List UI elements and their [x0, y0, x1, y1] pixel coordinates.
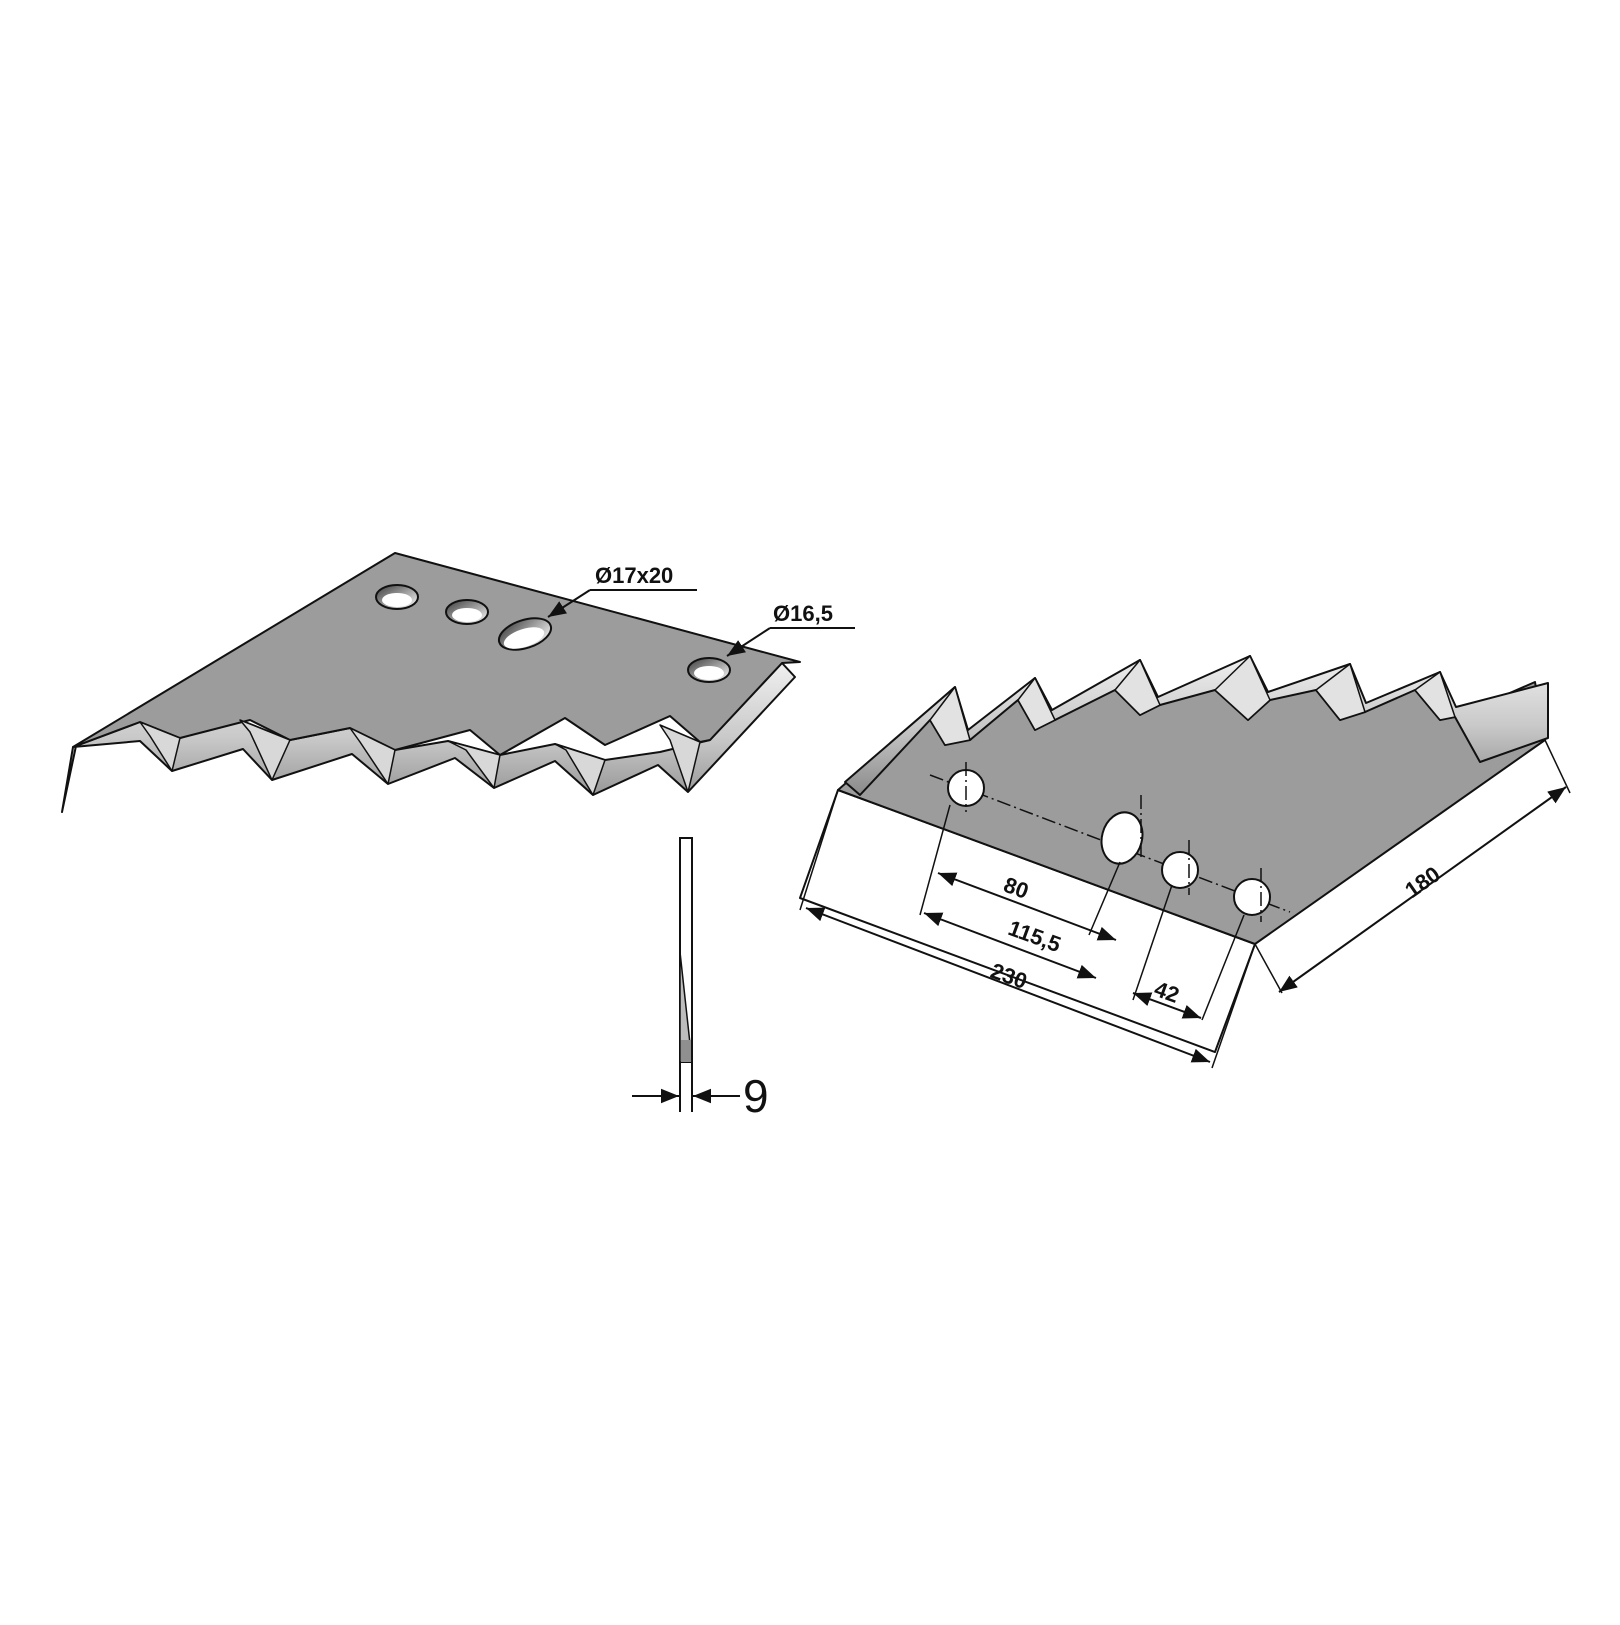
blade-right-holes	[947, 762, 1271, 922]
blade-right-tooth-facets	[929, 655, 1456, 746]
blade-left-view: Ø17x20 Ø16,5	[61, 552, 855, 813]
dim-line-42	[1132, 992, 1202, 1019]
right-hole-3	[1161, 851, 1199, 889]
leader-slot-hole: Ø17x20	[547, 563, 697, 618]
blade-left-holes	[375, 584, 731, 683]
label-thickness: 9	[743, 1070, 769, 1122]
dim-line-230	[805, 907, 1211, 1063]
leader-round-hole: Ø16,5	[726, 601, 855, 657]
label-round-hole: Ø16,5	[773, 601, 833, 626]
blade-right-view: 80 115,5 230 42 180	[799, 655, 1571, 1069]
label-dim-180: 180	[1400, 861, 1444, 903]
right-hole-4	[1233, 878, 1271, 916]
blade-left-top-face	[72, 552, 801, 756]
dim-line-180	[1278, 786, 1567, 993]
label-slot-hole: Ø17x20	[595, 563, 673, 588]
blade-side-view: 9	[632, 837, 769, 1122]
blade-left-tooth-facets	[139, 719, 701, 796]
